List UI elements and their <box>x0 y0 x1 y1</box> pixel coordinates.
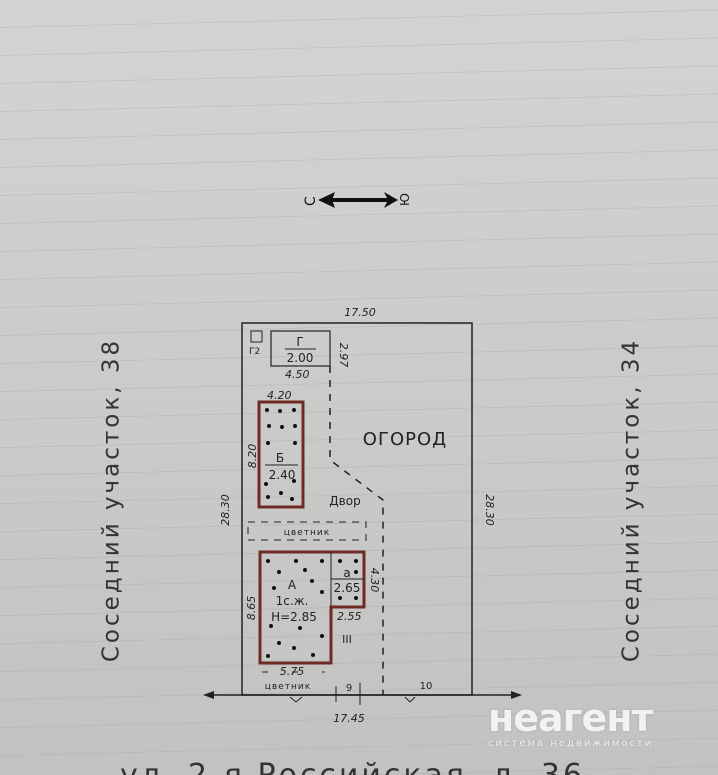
yard-boundary <box>329 366 384 695</box>
right-dimension: 28.30 <box>483 494 496 526</box>
flowerbed-bottom-label: цветник <box>265 682 311 692</box>
b-hatching <box>264 408 297 501</box>
street-name: ул. 2-я Российская, д. 36 <box>120 758 585 775</box>
compass-north-label: С <box>303 196 319 206</box>
garden-label: ОГОРОД <box>363 429 447 450</box>
left-dimension: 28.30 <box>219 494 232 526</box>
yard-label: Двор <box>329 494 360 508</box>
building-g2 <box>250 330 263 343</box>
a-ext-height: 2.65 <box>334 581 361 595</box>
compass-arrow: С Ю <box>303 192 412 208</box>
watermark: неагент система недвижимости <box>488 696 654 749</box>
a-ext-letter: а <box>343 566 350 580</box>
neighbor-right-label: Соседний участок, 34 <box>619 338 645 662</box>
a-floors: 1с.ж. <box>276 594 309 608</box>
top-dimension: 17.50 <box>344 306 376 319</box>
neighbor-left-label: Соседний участок, 38 <box>99 338 125 662</box>
b-letter: Б <box>276 451 284 465</box>
flowerbed-top-label: цветник <box>284 528 330 538</box>
fence-segment-10: 10 <box>420 681 433 692</box>
building-garage <box>270 330 331 367</box>
fence-type-label: III <box>342 633 352 646</box>
a-ext-length: 4.30 <box>368 568 381 593</box>
garage-width: 4.50 <box>285 368 310 381</box>
b-width: 4.20 <box>267 389 292 402</box>
garage-height: 2.00 <box>287 351 314 365</box>
building-b <box>257 400 305 509</box>
fence-segment-9: 9 <box>346 683 352 694</box>
bottom-dimension: 17.45 <box>333 712 365 725</box>
garage-letter: Г <box>296 335 303 349</box>
a-height: Н=2.85 <box>271 610 317 624</box>
garage-depth: 2.97 <box>337 343 350 368</box>
g2-label: Г2 <box>249 347 260 357</box>
compass-south-label: Ю <box>398 193 412 206</box>
a-hatching <box>266 559 358 658</box>
watermark-tagline: система недвижимости <box>488 738 654 749</box>
watermark-logo: неагент <box>488 696 654 740</box>
a-ext-width: 2.55 <box>337 610 362 623</box>
b-height: 2.40 <box>269 468 296 482</box>
b-length: 8.20 <box>246 444 259 469</box>
plot-boundary <box>241 322 473 696</box>
a-letter: А <box>288 578 297 592</box>
a-length: 8.65 <box>245 596 258 621</box>
flowerbed-top <box>247 521 367 541</box>
